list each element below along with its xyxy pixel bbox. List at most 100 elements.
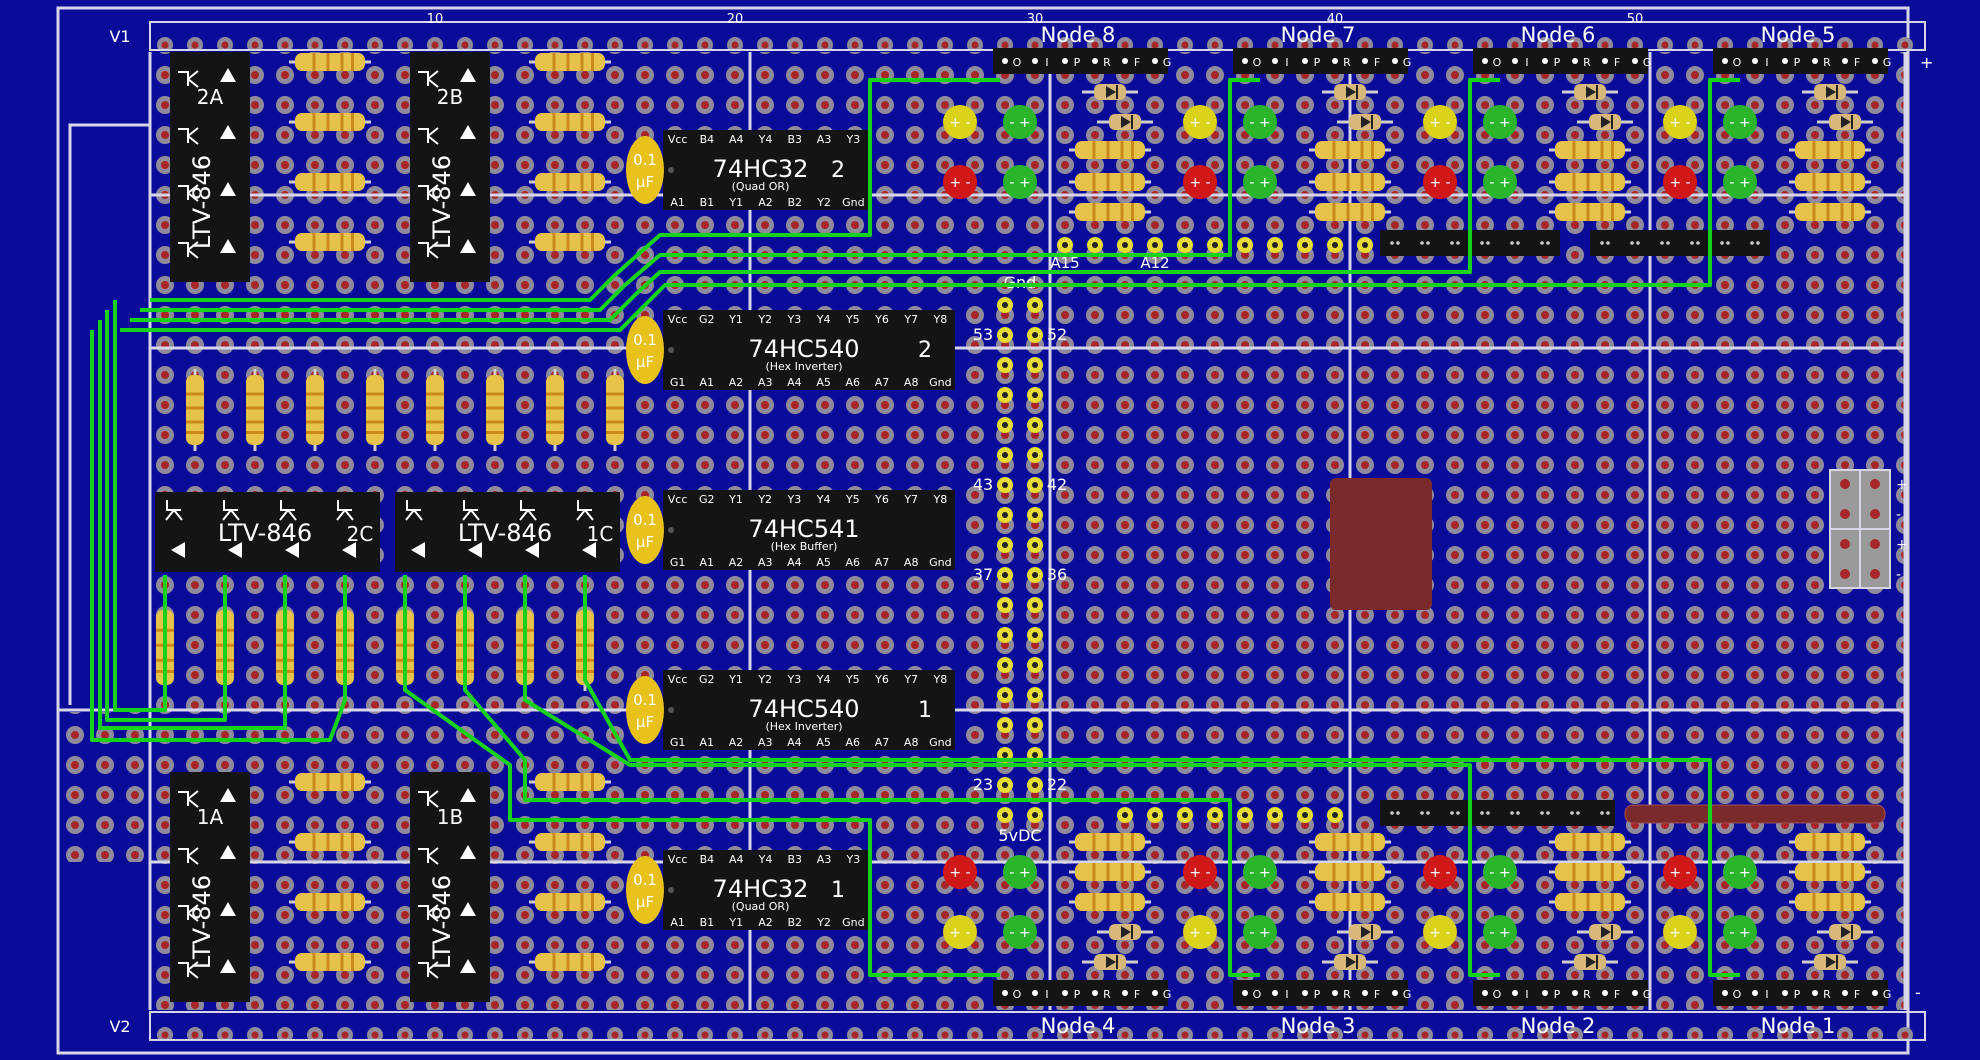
led-green: - + xyxy=(1723,915,1757,949)
svg-text:I: I xyxy=(1765,56,1768,69)
svg-text:+ -: + - xyxy=(949,115,970,131)
resistor xyxy=(1309,863,1391,881)
trace xyxy=(523,575,1500,977)
svg-text:- +: - + xyxy=(1249,175,1270,191)
diode xyxy=(1322,954,1378,970)
chip-pin: Y6 xyxy=(874,493,889,506)
header-pin xyxy=(1357,237,1373,253)
led-red: + - xyxy=(943,165,977,199)
header-pin xyxy=(1297,807,1313,823)
svg-text:F: F xyxy=(1614,988,1620,1001)
header-pin xyxy=(1027,717,1043,733)
svg-text:- +: - + xyxy=(1489,115,1510,131)
led-green: - + xyxy=(1483,105,1517,139)
chip-pin: A3 xyxy=(758,376,773,389)
svg-text:P: P xyxy=(1794,988,1801,1001)
svg-text:+: + xyxy=(1896,537,1908,553)
led-yellow: + - xyxy=(1423,105,1457,139)
resistor xyxy=(1789,833,1871,851)
resistor xyxy=(529,953,611,971)
label-42: 42 xyxy=(1047,475,1067,494)
chip-pin: A3 xyxy=(817,133,832,146)
chip-pin: Vcc xyxy=(668,493,688,506)
chip-pin: A5 xyxy=(816,376,831,389)
header-pin xyxy=(1027,357,1043,373)
svg-text:O: O xyxy=(1013,988,1022,1001)
header-pin xyxy=(1027,567,1043,583)
chip-subtitle: (Quad OR) xyxy=(732,900,790,913)
chip-pin: A4 xyxy=(729,853,744,866)
svg-text:R: R xyxy=(1823,988,1831,1001)
trace xyxy=(90,330,347,742)
svg-text:I: I xyxy=(1045,988,1048,1001)
chip-pin: Y3 xyxy=(787,313,802,326)
node-label-bottom: Node 2 xyxy=(1521,1014,1596,1038)
chip-pin: Y2 xyxy=(757,673,772,686)
svg-text:µF: µF xyxy=(636,893,654,911)
svg-text:+ -: + - xyxy=(1669,175,1690,191)
ltv-name: LTV-846 xyxy=(188,875,216,969)
svg-text:O: O xyxy=(1253,56,1262,69)
chip-pin: A4 xyxy=(787,376,802,389)
board-outline xyxy=(56,6,1910,1055)
header-pin xyxy=(1177,807,1193,823)
svg-text:+ -: + - xyxy=(949,865,970,881)
resistor xyxy=(606,369,624,451)
chip-pin: G2 xyxy=(699,493,715,506)
svg-text:F: F xyxy=(1134,988,1140,1001)
svg-text:O: O xyxy=(1493,988,1502,1001)
svg-text:R: R xyxy=(1343,988,1351,1001)
svg-text:R: R xyxy=(1103,988,1111,1001)
header-pin xyxy=(997,507,1013,523)
chip-pin: A2 xyxy=(729,556,744,569)
resistor xyxy=(306,369,324,451)
chip-name: 74HC540 xyxy=(748,695,859,723)
header-pin xyxy=(997,657,1013,673)
chip-pin: Y3 xyxy=(787,673,802,686)
resistor xyxy=(289,113,371,131)
resistor xyxy=(529,893,611,911)
svg-text:-: - xyxy=(1896,507,1901,523)
svg-text:G: G xyxy=(1163,56,1172,69)
ruler-tick: 20 xyxy=(727,12,744,27)
led-green: - + xyxy=(1483,855,1517,889)
svg-text:P: P xyxy=(1314,988,1321,1001)
chip-pin: Y2 xyxy=(816,916,831,929)
chip-pin: A4 xyxy=(787,556,802,569)
rail-plus-top: + xyxy=(1920,53,1933,72)
hole-field-left xyxy=(62,712,152,862)
header-pin xyxy=(1237,237,1253,253)
svg-text:O: O xyxy=(1493,56,1502,69)
capacitor: 0.1µF xyxy=(626,316,664,384)
label-5vdc: 5vDC xyxy=(998,826,1041,845)
chip-name: 74HC540 xyxy=(748,335,859,363)
header-pin xyxy=(1027,627,1043,643)
chip-pin: G1 xyxy=(670,556,686,569)
chip-pin: Y2 xyxy=(816,196,831,209)
svg-text:+ -: + - xyxy=(1669,925,1690,941)
label-a12: A12 xyxy=(1140,254,1169,272)
svg-text:-: - xyxy=(1896,567,1901,583)
node-label-bottom: Node 1 xyxy=(1761,1014,1836,1038)
resistor xyxy=(1309,141,1391,159)
resistor xyxy=(1309,833,1391,851)
svg-text:- +: - + xyxy=(1249,115,1270,131)
chip-pin: Y2 xyxy=(757,313,772,326)
header-pin xyxy=(997,447,1013,463)
trace xyxy=(113,300,167,712)
svg-text:+ -: + - xyxy=(1189,115,1210,131)
chip-pin: Y6 xyxy=(874,673,889,686)
led-yellow: + - xyxy=(1183,915,1217,949)
resistor xyxy=(186,369,204,451)
pin-strip xyxy=(1380,800,1615,826)
svg-text:µF: µF xyxy=(636,173,654,191)
resistor xyxy=(546,369,564,451)
header-pin xyxy=(997,297,1013,313)
chip-pin: A2 xyxy=(729,736,744,749)
